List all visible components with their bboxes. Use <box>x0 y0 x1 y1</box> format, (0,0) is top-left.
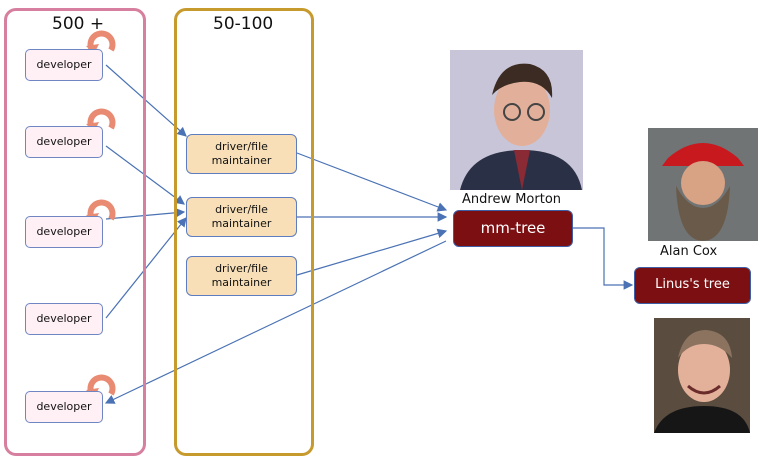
developer-node[interactable]: developer <box>25 391 103 423</box>
maintainer-node[interactable]: driver/file maintainer <box>186 256 297 296</box>
maintainers-count-label: 50-100 <box>213 14 274 34</box>
arrow-dev4-to-maint2 <box>105 217 187 319</box>
developer-node[interactable]: developer <box>25 49 103 81</box>
linus-torvalds-photo <box>654 318 750 433</box>
developers-count-label: 500 + <box>52 14 105 34</box>
mm-tree-node[interactable]: mm-tree <box>453 210 573 247</box>
maintainers-group <box>174 8 314 456</box>
developers-group <box>4 8 146 456</box>
alan-cox-name: Alan Cox <box>660 244 718 259</box>
maintainer-node[interactable]: driver/file maintainer <box>186 134 297 174</box>
arrow-dev1-to-maint1 <box>105 64 187 137</box>
developer-node[interactable]: developer <box>25 216 103 248</box>
andrew-morton-name: Andrew Morton <box>462 192 562 207</box>
andrew-morton-photo <box>450 50 583 190</box>
arrow-mm-to-dev5 <box>104 240 447 404</box>
alan-cox-photo <box>648 128 758 241</box>
arrow-maint3-to-mm <box>296 228 448 276</box>
linus-tree-node[interactable]: Linus's tree <box>634 267 751 304</box>
maintainer-node[interactable]: driver/file maintainer <box>186 197 297 237</box>
arrow-maint1-to-mm <box>296 152 448 212</box>
arrow-mm-to-linus <box>573 227 634 290</box>
developer-node[interactable]: developer <box>25 303 103 335</box>
developer-node[interactable]: developer <box>25 126 103 158</box>
